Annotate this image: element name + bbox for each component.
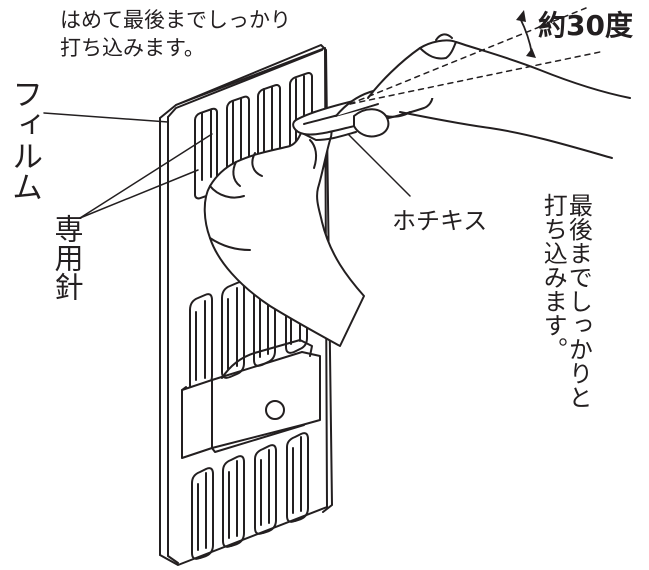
- label-needle: 専用針: [50, 214, 84, 301]
- arrow-head-top: [516, 10, 526, 22]
- caption-line-1: はめて最後までしっかり: [60, 8, 291, 32]
- leader-lines: [44, 113, 410, 218]
- angle-arc-arrow: [520, 18, 532, 54]
- caption-line-2: 打ち込みます。: [60, 36, 205, 60]
- film-leader: [44, 113, 168, 122]
- label-stapler: ホチキス: [392, 207, 488, 235]
- left-hand: [205, 112, 364, 346]
- angle-label: 約30度: [538, 9, 633, 42]
- needle-leader-2: [80, 170, 198, 218]
- right-hand: [354, 34, 630, 158]
- side-text-col-2: 打ち込みます。: [539, 193, 568, 361]
- needle-leader-1: [80, 134, 212, 218]
- angle-guides: [350, 8, 600, 104]
- lower-slots: [192, 433, 308, 559]
- arrow-head-bottom: [526, 48, 536, 58]
- side-text-col-1: 最後までしっかりと: [564, 193, 593, 409]
- label-film: フィルム: [6, 78, 42, 202]
- stapler-leader: [348, 134, 410, 196]
- middle-slots: [190, 258, 307, 391]
- side-instruction: 最後までしっかりと 打ち込みます。: [539, 193, 593, 409]
- metal-clip: [182, 340, 320, 458]
